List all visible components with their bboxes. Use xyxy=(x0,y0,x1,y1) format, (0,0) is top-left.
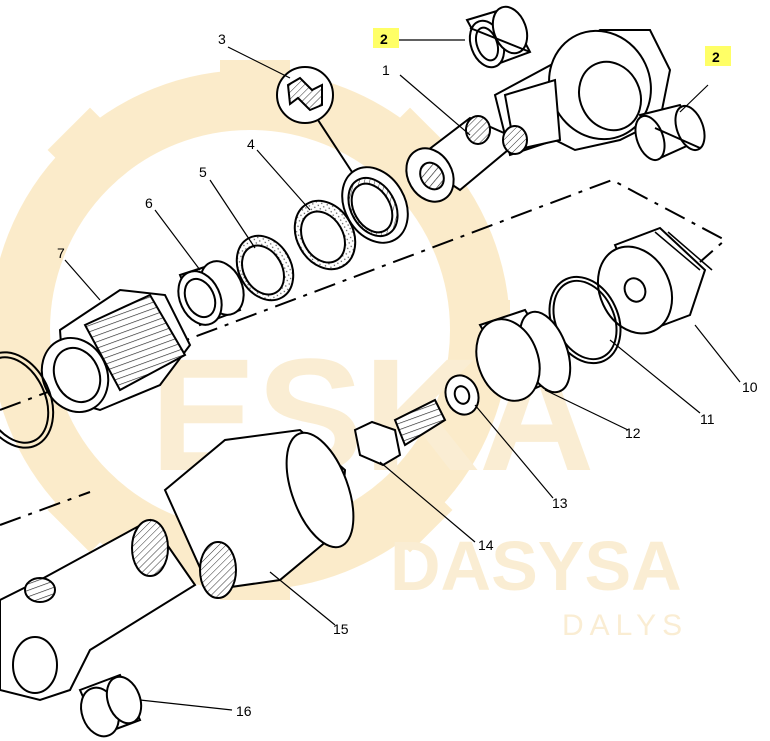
part-2-bushing-right xyxy=(634,103,706,162)
part-3-seal xyxy=(341,166,409,244)
part-2-bushing-top xyxy=(465,5,532,69)
callout-16: 16 xyxy=(236,703,252,719)
callout-2a-highlight xyxy=(373,28,399,48)
callout-4: 4 xyxy=(247,136,255,152)
callout-12: 12 xyxy=(625,425,641,441)
cylinder-barrel xyxy=(0,518,237,702)
callout-1: 1 xyxy=(382,62,390,78)
part-5-backup-ring xyxy=(235,234,295,302)
callout-13: 13 xyxy=(552,495,568,511)
part-13-washer xyxy=(444,374,480,416)
callout-14: 14 xyxy=(478,537,494,553)
callout-10: 10 xyxy=(742,379,758,395)
callout-3: 3 xyxy=(218,31,226,47)
callout-6: 6 xyxy=(145,195,153,211)
watermark-sub-text: DALYS xyxy=(562,609,688,642)
part-14-bolt xyxy=(353,398,447,467)
leader-lines xyxy=(64,39,741,711)
part-10-piston xyxy=(597,226,713,335)
part-3-seal-detail xyxy=(276,66,353,173)
rod-eye xyxy=(493,29,672,157)
watermark-secondary-text: DASYSA xyxy=(390,527,682,605)
part-12-wear-ring xyxy=(475,308,572,402)
callout-11: 11 xyxy=(700,411,715,427)
part-16-bushing xyxy=(78,673,143,738)
o-ring-left xyxy=(0,351,55,449)
part-1-pin xyxy=(405,115,528,203)
part-6-bushing xyxy=(177,260,245,327)
callout-15: 15 xyxy=(333,621,349,637)
callout-2b-highlight xyxy=(705,46,731,66)
callout-2b: 2 xyxy=(712,49,720,65)
callout-5: 5 xyxy=(199,164,207,180)
callout-7: 7 xyxy=(57,245,65,261)
assembly-centerline xyxy=(0,178,727,526)
part-7-head xyxy=(40,288,192,413)
callout-2a: 2 xyxy=(380,31,388,47)
part-4-wiper-ring xyxy=(293,199,357,271)
